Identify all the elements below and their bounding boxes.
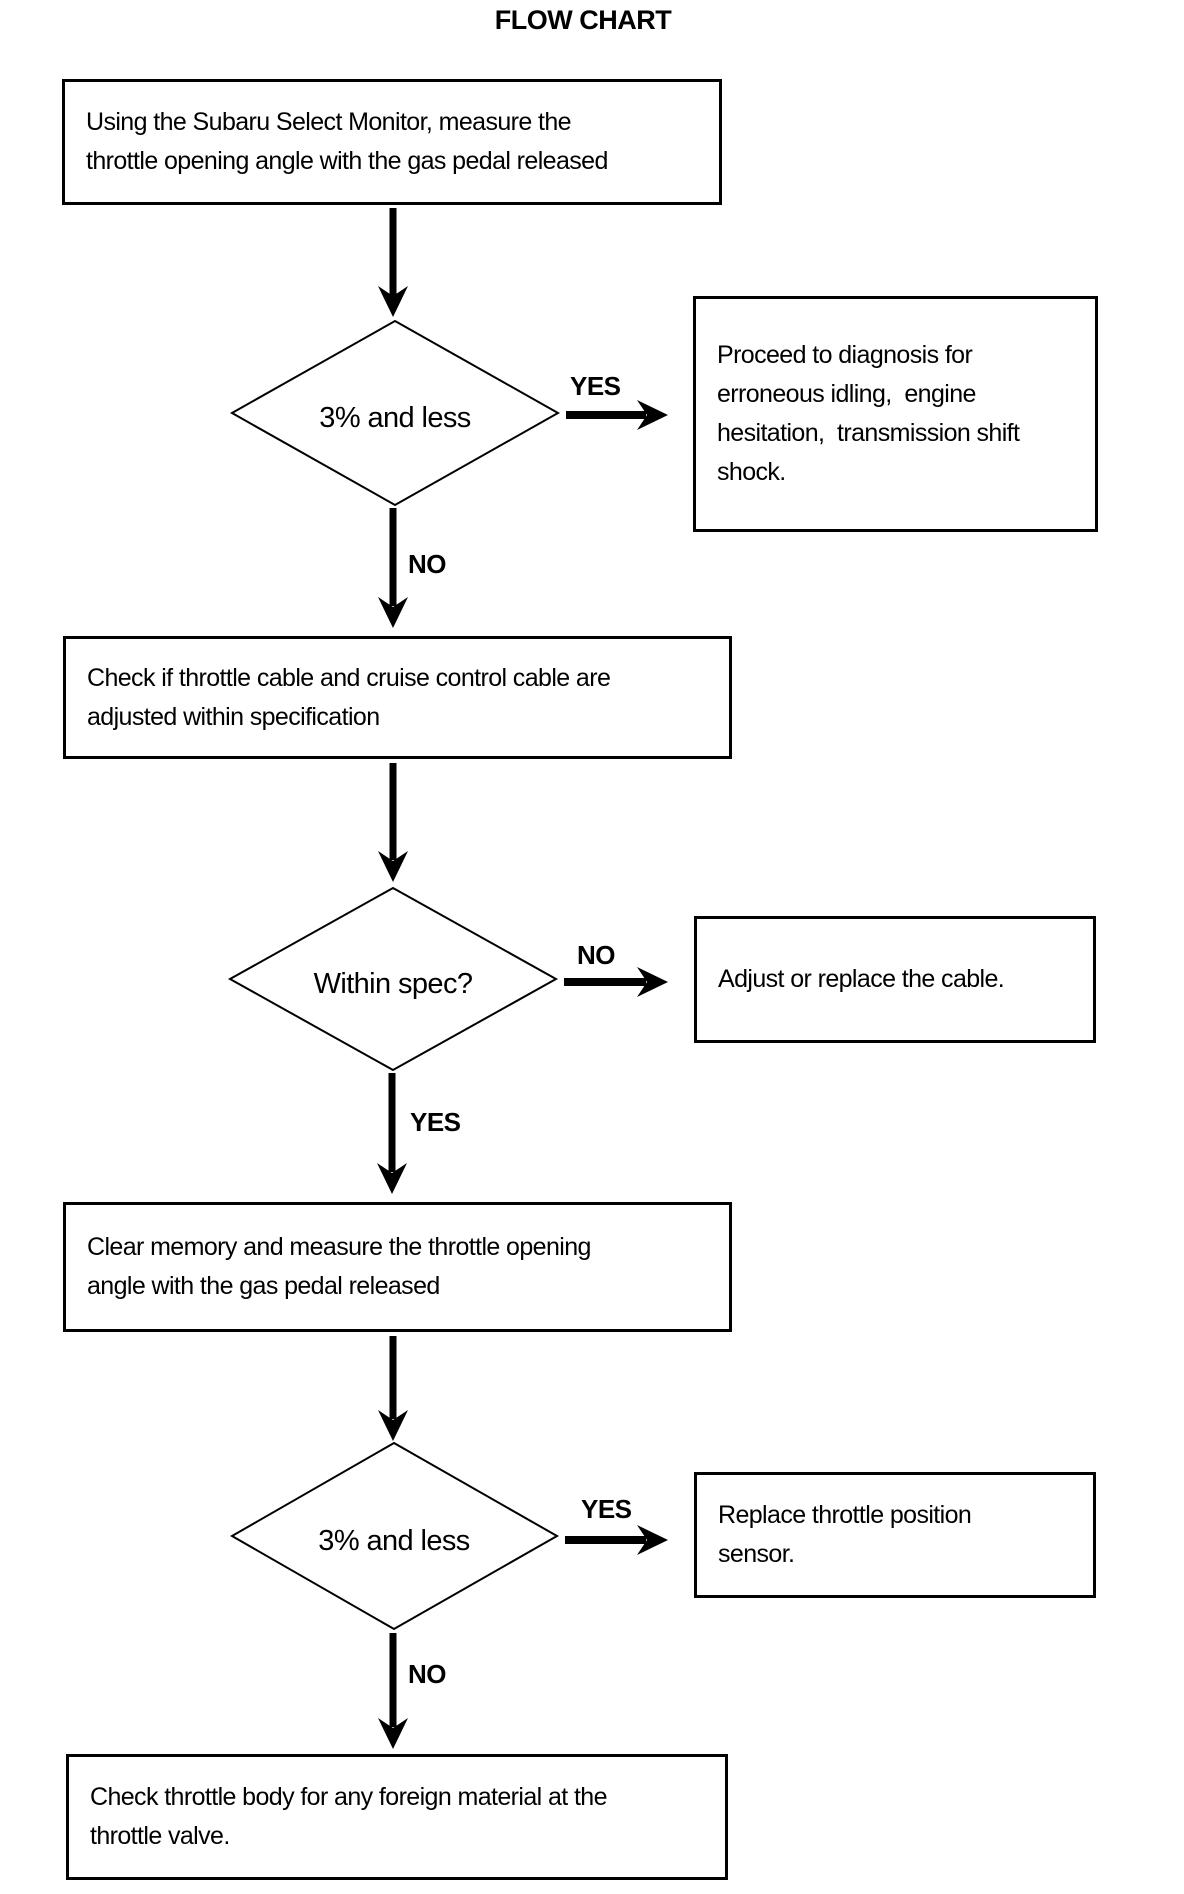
decision3-shape [229, 1441, 560, 1631]
result2-box: Adjust or replace the cable. [694, 916, 1096, 1043]
step4-box: Check throttle body for any foreign mate… [66, 1754, 728, 1880]
result1-box: Proceed to diagnosis for erroneous idlin… [693, 296, 1098, 532]
decision1-shape [229, 319, 561, 507]
decision3-yes-label: YES [581, 1494, 632, 1524]
decision2-no-label: NO [577, 940, 616, 970]
step4-text: Check throttle body for any foreign mate… [90, 1783, 608, 1850]
decision3-no-label: NO [408, 1659, 447, 1689]
decision2-label: Within spec? [313, 968, 473, 1000]
result3-box: Replace throttle position sensor. [694, 1472, 1096, 1598]
flowchart-title: FLOW CHART [494, 5, 672, 35]
arrow-decision1-no-to-step2 [378, 508, 408, 628]
arrow-decision3-yes-to-result3 [565, 1525, 668, 1555]
arrow-decision2-no-to-result2 [564, 967, 668, 997]
decision2-yes-label: YES [410, 1107, 461, 1137]
arrow-decision1-yes-to-result1 [566, 400, 668, 430]
decision2-shape [227, 886, 559, 1072]
result1-text: Proceed to diagnosis for erroneous idlin… [717, 341, 1020, 486]
step1-text: Using the Subaru Select Monitor, measure… [86, 108, 608, 175]
result2-text: Adjust or replace the cable. [718, 965, 1005, 993]
step1-box: Using the Subaru Select Monitor, measure… [62, 79, 722, 205]
step2-box: Check if throttle cable and cruise contr… [63, 636, 732, 759]
decision3-label: 3% and less [318, 1525, 470, 1557]
step3-text: Clear memory and measure the throttle op… [87, 1233, 591, 1300]
step3-box: Clear memory and measure the throttle op… [63, 1202, 732, 1332]
result3-text: Replace throttle position sensor. [718, 1501, 972, 1568]
decision1-yes-label: YES [570, 371, 621, 401]
decision1-label: 3% and less [319, 402, 471, 434]
arrow-decision2-yes-to-step3 [377, 1073, 407, 1194]
decision1-no-label: NO [408, 549, 447, 579]
arrow-step2-to-decision2 [378, 763, 408, 882]
arrow-step1-to-decision1 [378, 208, 408, 317]
arrow-step3-to-decision3 [378, 1336, 408, 1441]
step2-text: Check if throttle cable and cruise contr… [87, 663, 611, 731]
arrow-decision3-no-to-step4 [378, 1633, 408, 1749]
